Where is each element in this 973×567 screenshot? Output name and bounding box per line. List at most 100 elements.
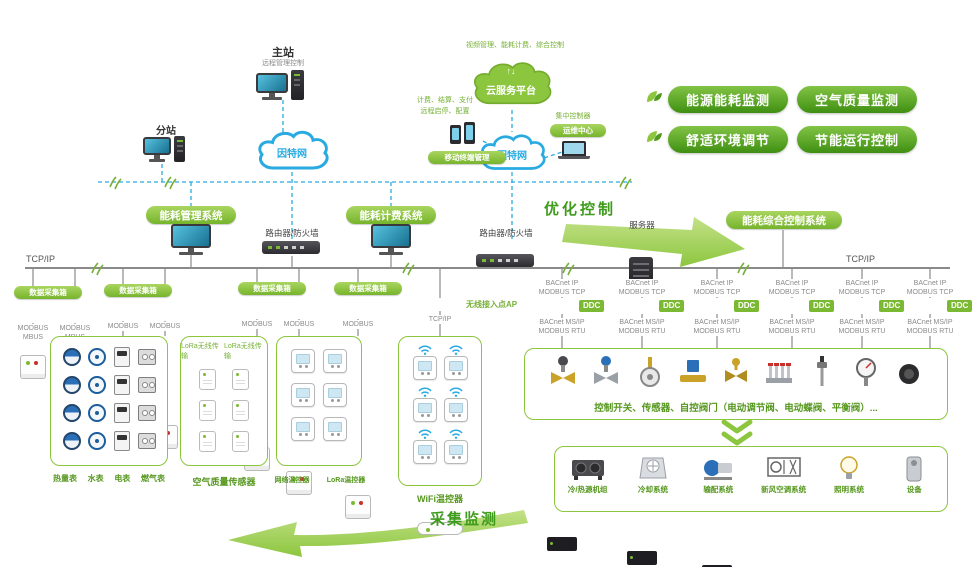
pump-icon [704, 460, 733, 480]
wifi-thermostat-label: WiFi温控器 [417, 494, 463, 504]
substation-computer-icon [143, 136, 185, 162]
ddc-controller-icon [702, 565, 732, 567]
ddc-protocol-bottom: BACnet MS/IP MODBUS RTU [900, 318, 960, 337]
equipment-item: 输配系统 [686, 447, 751, 511]
protocol-label: MODBUS [145, 322, 185, 332]
water-meter-icon [87, 432, 106, 450]
gas-meter-icon [137, 349, 156, 365]
mobile-phones-icon [450, 122, 475, 144]
sound-sensor-icon [894, 354, 924, 395]
substation-title: 分站 [156, 126, 176, 137]
protocol-label: MODBUS [103, 322, 143, 332]
equipment-label: 新风空调系统 [761, 485, 807, 494]
heat-meter-label: 热量表 [53, 474, 77, 483]
ddc-protocol-bottom: BACnet MS/IP MODBUS RTU [832, 318, 892, 337]
ddc-controller-icon [547, 537, 577, 551]
equipment-label: 设备 [906, 485, 922, 494]
main-station-subtitle: 远程管理控制 [262, 60, 304, 67]
ddc-protocol-top: BACnet IP MODBUS TCP [834, 279, 890, 298]
cloud-platform: ↑↓ 云服务平台 [466, 56, 556, 110]
air-quality-sensor-icon [199, 400, 216, 421]
collect-monitor-label: 采集监测 [430, 511, 499, 528]
heat-meter-icon [62, 376, 81, 394]
cloud-caption: 视频管理、能耗计费、综合控制 [466, 42, 564, 49]
wireless-ap-icon [417, 522, 463, 535]
protocol-label: MODBUS MBUS [13, 324, 53, 343]
ops-center-label: 运维中心 [550, 124, 606, 137]
wifi-thermostat-icon [412, 398, 437, 422]
ddc-protocol-bottom: BACnet MS/IP MODBUS RTU [532, 318, 592, 337]
equipment-label: 冷/热源机组 [567, 485, 608, 494]
lora-label: LoRa无线传输 [181, 343, 219, 360]
air-sensor-grid [181, 361, 267, 460]
air-quality-sensor-icon [199, 369, 216, 390]
electric-meter-icon [113, 375, 130, 395]
lora-thermostat-label: LoRa温控器 [326, 477, 366, 484]
electric-meter-icon [113, 403, 130, 423]
air-quality-group-box: LoRa无线传输 LoRa无线传输 [180, 336, 268, 466]
equipment-label: 冷却系统 [637, 485, 668, 494]
brass-valve-icon [721, 354, 751, 395]
ahu-icon [766, 457, 801, 477]
heat-meter-icon [62, 404, 81, 422]
electric-meter-icon [113, 347, 130, 367]
equipment-row: 冷/热源机组 冷却系统 输配系统 新风空调系统 照明系统 设备 [555, 447, 947, 511]
tcpip-label-right: TCP/IP [846, 254, 876, 264]
thermostat-group-box [276, 336, 362, 466]
electric-meter-label: 电表 [114, 474, 131, 483]
equipment-item: 照明系统 [816, 447, 881, 511]
mobile-terminal-label: 移动终端管理 [428, 151, 506, 164]
wireless-ap-label: 无线接入点AP [466, 300, 518, 309]
valve-icons-row [525, 349, 947, 395]
pressure-gauge-icon [851, 354, 881, 395]
equipment-item: 冷/热源机组 [555, 447, 620, 511]
electric-control-valve-icon [548, 354, 578, 395]
air-quality-sensor-icon [232, 400, 249, 421]
thermostat-icon [323, 417, 347, 441]
electric-control-valve-icon [591, 354, 621, 395]
meter-labels: 热量表 水表 电表 燃气表 [50, 473, 168, 484]
system-label-energy-mgmt: 能耗管理系统 [146, 206, 236, 224]
wifi-thermostat-icon [443, 440, 468, 464]
ddc-protocol-bottom: BACnet MS/IP MODBUS RTU [762, 318, 822, 337]
wifi-thermostat-unit [412, 429, 437, 464]
wifi-thermostat-unit [443, 429, 468, 464]
thermostat-icon [291, 383, 315, 407]
ddc-protocol-top: BACnet IP MODBUS TCP [614, 279, 670, 298]
air-quality-sensor-icon [232, 431, 249, 452]
air-quality-sensor-icon [232, 369, 249, 390]
wifi-thermostat-unit [443, 345, 468, 380]
butterfly-valve-icon [635, 354, 665, 395]
wifi-thermostat-grid [399, 337, 481, 472]
wifi-thermostat-group-box [398, 336, 482, 486]
internet-label: 因特网 [277, 149, 307, 160]
collector-label: 数据采集箱 [14, 286, 82, 299]
optimize-control-label: 优化控制 [544, 201, 617, 218]
wifi-thermostat-icon [443, 398, 468, 422]
ddc-tag: DDC [579, 300, 605, 312]
thermostat-icon [291, 349, 315, 373]
wifi-signal-icon [448, 345, 463, 355]
collector-box-icon [345, 495, 371, 519]
ddc-tag: DDC [659, 300, 685, 312]
wifi-signal-icon [417, 387, 432, 397]
down-chevrons-icon [721, 419, 753, 446]
wifi-thermostat-unit [412, 387, 437, 422]
sensor-probe-icon [807, 354, 837, 395]
leaf-icon [647, 91, 662, 102]
equipment-label: 照明系统 [833, 485, 864, 494]
ddc-protocol-top: BACnet IP MODBUS TCP [534, 279, 590, 298]
equipment-group-box: 冷/热源机组 冷却系统 输配系统 新风空调系统 照明系统 设备 [554, 446, 948, 512]
feature-badge-saving: 节能运行控制 [797, 126, 917, 153]
feature-badge-air: 空气质量监测 [797, 86, 917, 113]
mobile-caption: 计费、结算、支付 远程启停、配置 [417, 97, 473, 115]
wifi-signal-icon [448, 429, 463, 439]
gas-meter-label: 燃气表 [140, 474, 165, 483]
water-meter-icon [87, 348, 106, 366]
workstation-icon [371, 224, 411, 255]
server-label: 服务器 [629, 220, 655, 230]
ddc-tag: DDC [879, 300, 905, 312]
system-label-billing: 能耗计费系统 [346, 206, 436, 224]
collector-label: 数据采集箱 [238, 282, 306, 295]
